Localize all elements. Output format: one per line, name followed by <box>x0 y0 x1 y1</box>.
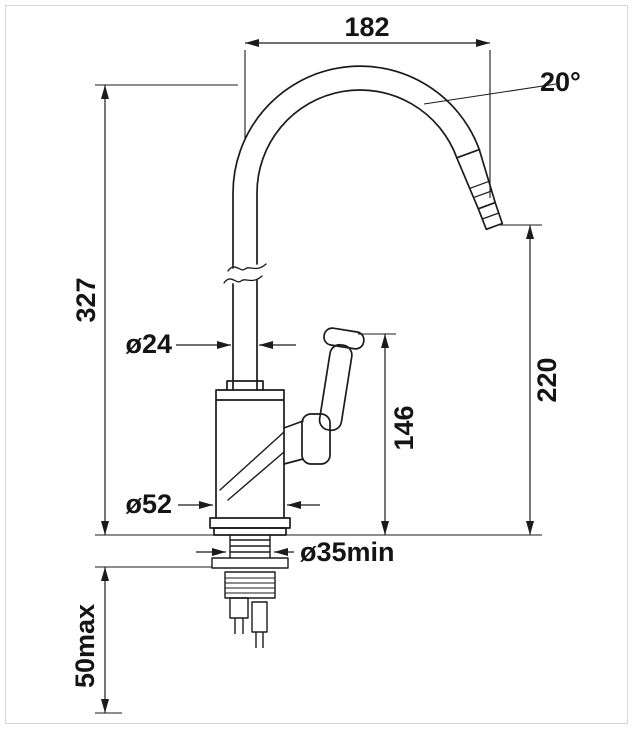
spout-angle-label: 20° <box>540 67 581 97</box>
dim-tube-diameter-label: ø24 <box>125 329 172 359</box>
nozzle-cone <box>455 148 497 210</box>
mounting-washer <box>211 557 289 569</box>
handle-lever <box>318 343 353 432</box>
nozzle-joint-line <box>455 148 481 159</box>
dim-mounting-hole-label: ø35min <box>300 537 395 567</box>
faucet-outline <box>209 65 504 536</box>
handle-pivot <box>301 413 331 465</box>
hose-connector-b <box>251 601 268 633</box>
dim-overall-height-label: 327 <box>71 277 101 323</box>
dim-base-diameter-label: ø52 <box>125 489 172 519</box>
hose-connector-a <box>229 597 249 619</box>
nozzle-end-line <box>477 201 497 210</box>
hose-a <box>234 618 244 634</box>
body-joint-diagonals <box>219 431 285 501</box>
handle-cone <box>283 420 304 465</box>
handle-cap <box>323 327 365 350</box>
base-flange <box>209 517 291 529</box>
dimension-lines <box>101 39 534 713</box>
mounting-nut <box>224 571 276 599</box>
hose-b <box>255 632 264 648</box>
body-outline <box>215 389 285 519</box>
dim-outlet-height-label: 220 <box>532 357 562 403</box>
threaded-shank <box>229 535 271 558</box>
mounting-hardware <box>211 535 289 648</box>
pipe-break-symbol <box>223 263 267 284</box>
dim-deck-thickness-label: 50max <box>70 603 100 689</box>
base-gasket <box>213 527 287 536</box>
dim-handle-height-label: 146 <box>389 405 419 451</box>
spout-inner-edge <box>256 89 458 391</box>
pipe-collar <box>226 380 264 391</box>
dim-overall-width-label: 182 <box>344 12 390 42</box>
extension-lines <box>95 50 557 714</box>
spout-outer-edge <box>232 65 481 391</box>
